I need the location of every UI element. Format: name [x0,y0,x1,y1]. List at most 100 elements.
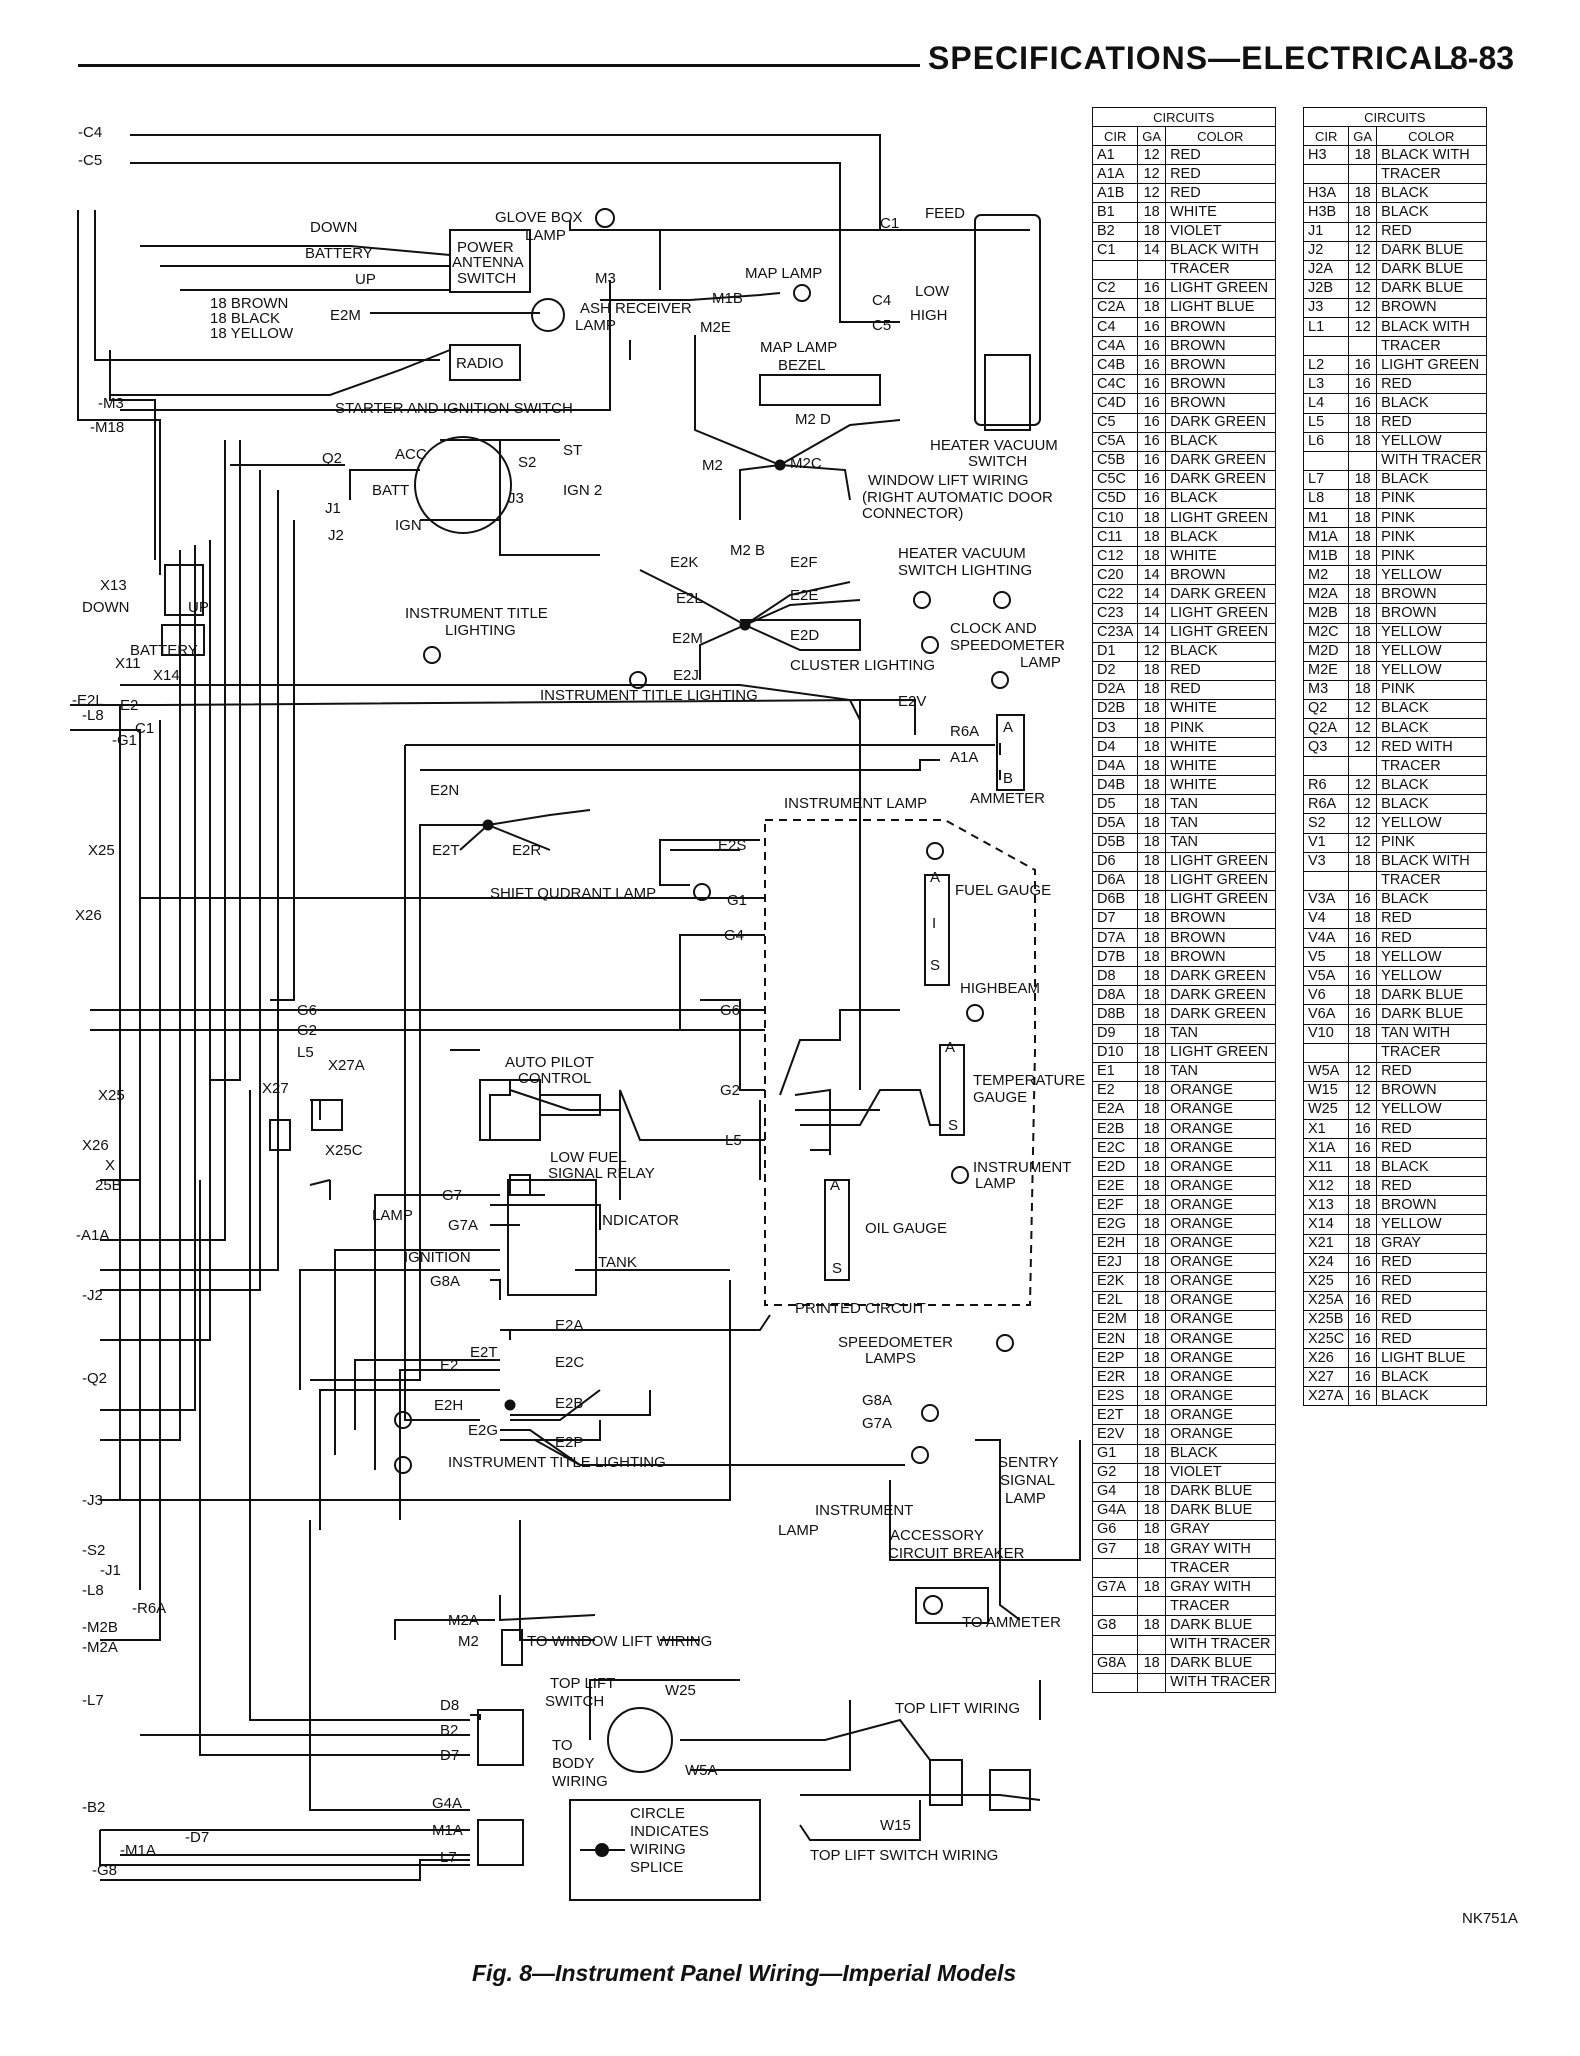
cell-color: BLACK WITH [1376,145,1487,166]
col-cir: CIR [1302,126,1350,147]
cell-ga: 18 [1348,546,1378,567]
cell-ga: 18 [1137,870,1167,891]
cell-ga: 18 [1348,679,1378,700]
cell-color: ORANGE [1165,1195,1276,1216]
cell-color: BROWN [1165,908,1276,930]
lamp-label: LAMP [372,1207,413,1224]
left-edge-labels: -C4-C5-M3-M18-E2L-L8-G1-A1A-J2-Q2-J3-S2-… [72,124,209,1879]
sentry-lamp-a [921,1404,939,1422]
up-label: UP [355,271,376,288]
cell-color: ORANGE [1165,1386,1276,1407]
cell-color: ORANGE [1165,1405,1276,1426]
cell-color: DARK BLUE [1376,985,1487,1006]
cell-cir: L5 [1302,412,1350,433]
cell-color: DARK BLUE [1376,259,1487,280]
cell-cir: V3A [1302,889,1350,910]
cell-cir: C11 [1091,527,1139,548]
cell-cir: E2F [1091,1195,1139,1216]
l5-left-label: L5 [297,1044,314,1061]
down-label: DOWN [310,219,358,236]
cell-color: LIGHT BLUE [1376,1348,1487,1369]
cell-color: GRAY [1165,1519,1276,1541]
e2h-label: E2H [434,1397,463,1414]
map-lamp-bezel-label-1: MAP LAMP [760,339,837,356]
cell-color: BROWN [1165,393,1276,414]
splice-m2 [774,459,786,471]
a1a-label: A1A [950,749,978,766]
x27-label: X27 [262,1080,289,1097]
cell-color: RED [1376,1328,1487,1350]
edge-label-e2l: -E2L [72,692,104,709]
cell-color: DARK GREEN [1165,412,1276,433]
cluster-lighting-label: CLUSTER LIGHTING [790,657,935,674]
table-row: TRACER [1302,870,1487,891]
cell-color: BROWN [1376,1195,1487,1216]
edge-label-l8: -L8 [82,707,104,724]
cell-ga: 12 [1348,1061,1378,1082]
cell-cir: L6 [1302,431,1350,452]
g7a-label: G7A [448,1217,478,1234]
cell-ga: 12 [1348,832,1378,853]
table-row: WITH TRACER [1302,450,1487,471]
cell-ga: 18 [1137,1290,1167,1311]
cell-color: BLACK [1376,469,1487,490]
cell-ga: 18 [1137,1214,1167,1235]
glove-box-lamp-label: GLOVE BOX [495,209,583,226]
cell-cir: J2A [1302,259,1350,280]
cell-ga: 18 [1137,851,1167,872]
starter-ignition-switch-label: STARTER AND IGNITION SWITCH [335,400,573,417]
table-row: TRACER [1302,164,1487,185]
cell-cir: D6A [1091,870,1139,891]
x25-label: X25 [88,842,115,859]
cell-ga: 12 [1348,813,1378,834]
edge-label-g8: -G8 [92,1862,117,1879]
cell-color: TRACER [1376,870,1487,891]
cell-color: WITH TRACER [1165,1634,1276,1655]
cell-ga: 12 [1348,775,1378,796]
cell-ga: 18 [1137,1061,1167,1082]
cell-cir: M1 [1302,507,1350,529]
shift-quadrant-lamp [693,883,711,901]
cell-cir: X12 [1302,1176,1350,1197]
cluster-lamp [991,671,1009,689]
edge-label-m1a: -M1A [120,1842,156,1859]
title-lamp-c [394,1411,412,1429]
edge-label-r6a: -R6A [132,1600,166,1617]
cell-cir: X26 [1302,1348,1350,1369]
cell-color: YELLOW [1376,966,1487,987]
legend-splice-label-4: SPLICE [630,1859,683,1876]
cell-color: RED [1376,1290,1487,1311]
e2l-label: E2L [676,590,703,607]
cell-cir: X24 [1302,1252,1350,1273]
fuel-term-s: S [930,957,940,974]
cell-cir: H3B [1302,202,1350,223]
fuel-term-a: A [930,869,940,886]
power-antenna-label-1: POWER [457,239,514,256]
cell-color: BLACK [1376,202,1487,223]
printed-circuit-label: PRINTED CIRCUIT [795,1300,926,1317]
ign2-label: IGN 2 [563,482,602,499]
cell-color: LIGHT GREEN [1165,870,1276,891]
cell-cir: V3 [1302,851,1350,872]
cell-ga [1348,870,1378,891]
cell-ga: 16 [1348,1271,1378,1292]
cell-ga: 18 [1137,1023,1167,1044]
cell-ga: 18 [1137,947,1167,968]
edge-label-s2: -S2 [82,1542,105,1559]
